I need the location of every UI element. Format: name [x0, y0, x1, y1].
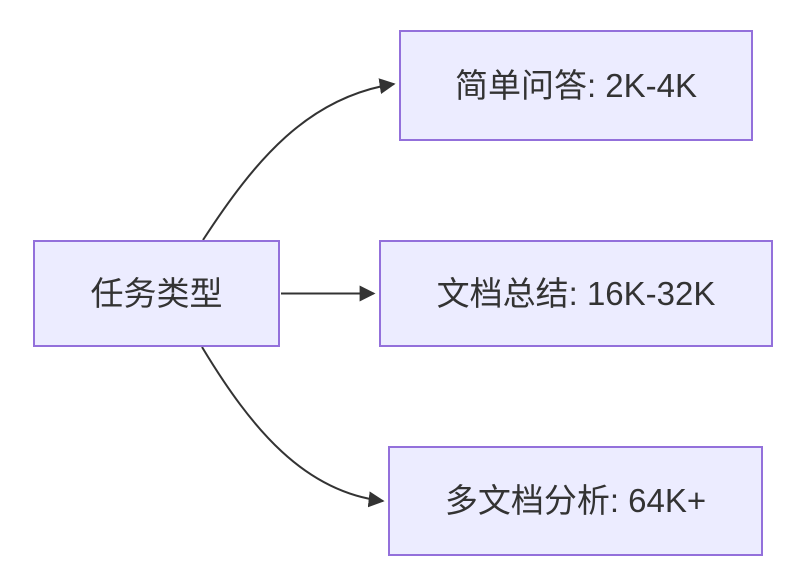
node-simple-qa: 简单问答: 2K-4K	[399, 30, 753, 141]
node-multidoc-analysis-label: 多文档分析: 64K+	[444, 482, 707, 520]
node-multidoc-analysis: 多文档分析: 64K+	[388, 446, 763, 556]
node-doc-summary: 文档总结: 16K-32K	[379, 240, 773, 347]
node-simple-qa-label: 简单问答: 2K-4K	[454, 66, 698, 104]
node-task-type: 任务类型	[33, 240, 280, 347]
edge-root-to-simple-qa	[202, 78, 396, 241]
edge-root-to-multidoc-analysis	[201, 346, 385, 508]
node-doc-summary-label: 文档总结: 16K-32K	[436, 274, 716, 312]
node-task-type-label: 任务类型	[90, 274, 223, 312]
